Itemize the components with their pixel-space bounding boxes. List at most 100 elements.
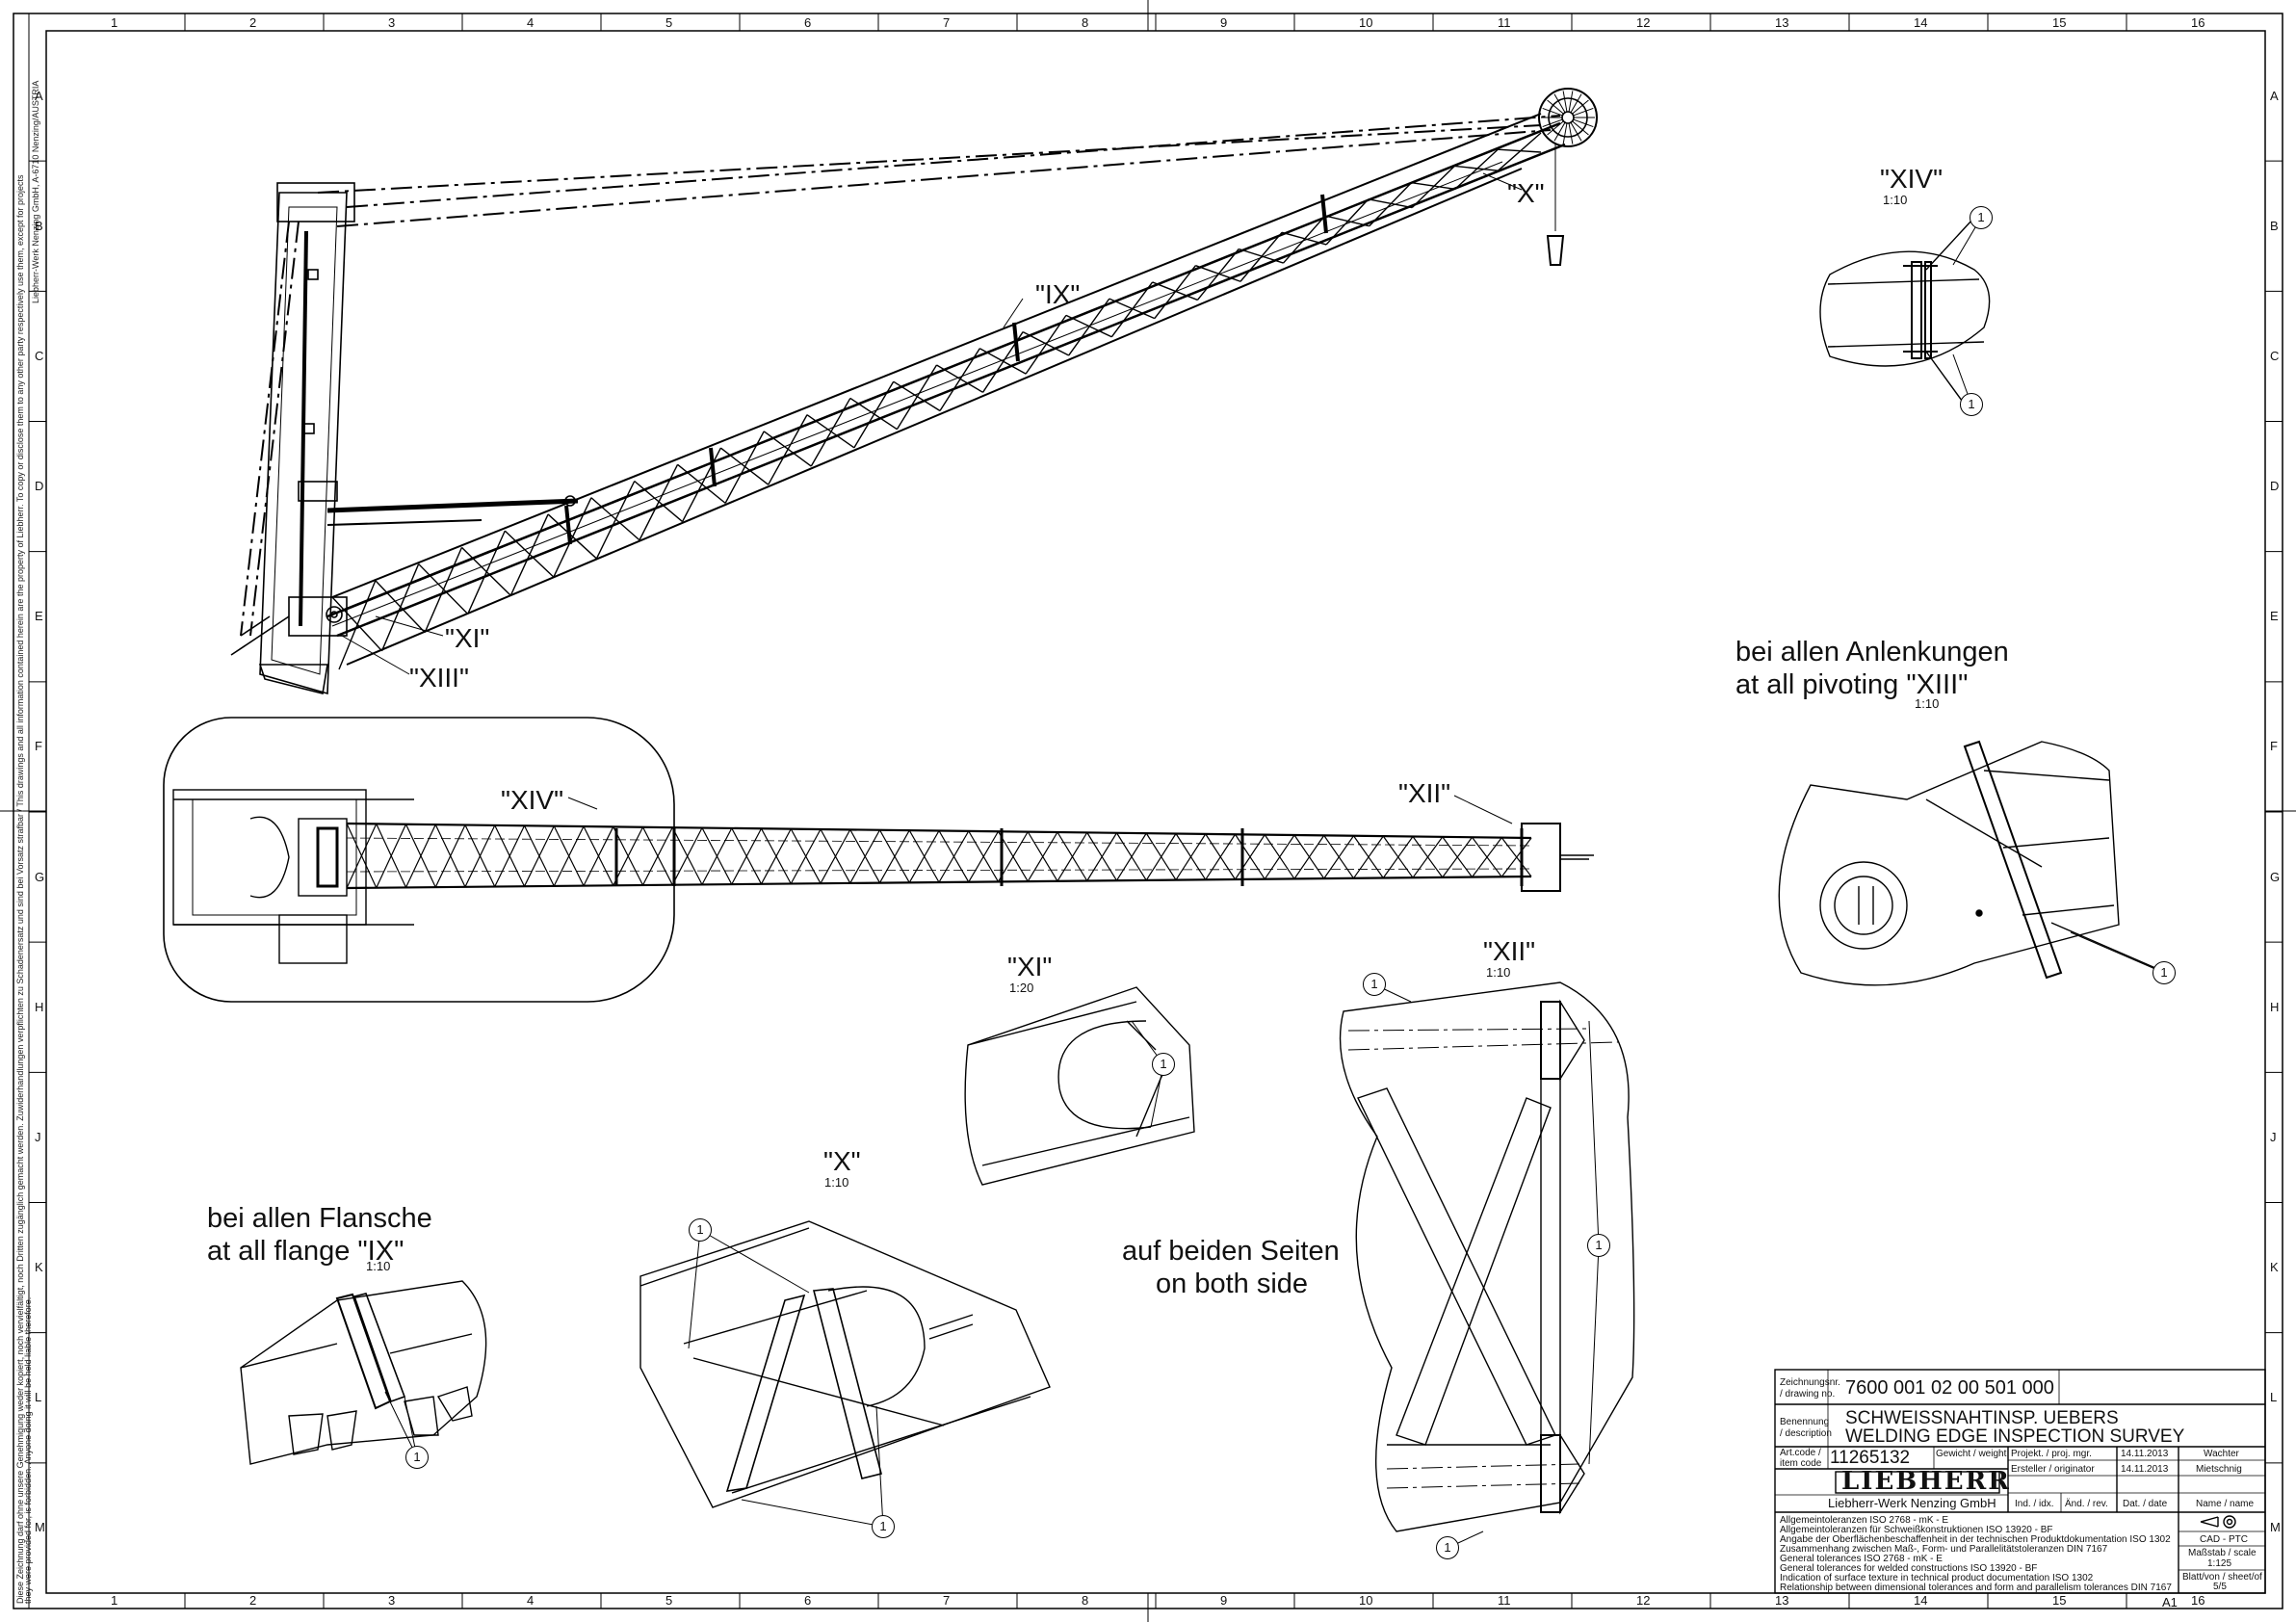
callout-bubble: 1 bbox=[1436, 1536, 1459, 1559]
grid-column-label: 4 bbox=[527, 15, 535, 30]
grid-column-label: 12 bbox=[1636, 1593, 1651, 1608]
tb-originator-name: Mietschnig bbox=[2196, 1464, 2242, 1475]
callout-bubble: 1 bbox=[1152, 1053, 1175, 1076]
tb-tol-2: Allgemeintoleranzen für Schweißkonstrukt… bbox=[1780, 1525, 2053, 1535]
tb-project-date: 14.11.2013 bbox=[2121, 1449, 2169, 1459]
grid-row-label: L bbox=[35, 1390, 42, 1405]
grid-column-label: 15 bbox=[2052, 1593, 2067, 1608]
tb-sheet-label: Blatt/von / sheet/of bbox=[2182, 1572, 2262, 1583]
tb-tol-6: General tolerances for welded constructi… bbox=[1780, 1563, 2038, 1574]
tb-art-code-label-1: Art.code / bbox=[1780, 1448, 1821, 1458]
callout-bubble: 1 bbox=[1587, 1234, 1610, 1257]
detail-x-scale: 1:10 bbox=[824, 1175, 849, 1190]
tb-company: Liebherr-Werk Nenzing GmbH bbox=[1828, 1496, 1996, 1510]
tb-drawing-no-label-1: Zeichnungsnr. bbox=[1780, 1377, 1840, 1388]
note-pivoting-de: bei allen Anlenkungen bbox=[1735, 637, 2009, 667]
tb-description-en: WELDING EDGE INSPECTION SURVEY bbox=[1845, 1426, 2185, 1447]
grid-column-label: 11 bbox=[1498, 1593, 1511, 1608]
callout-bubble: 1 bbox=[405, 1446, 429, 1469]
grid-row-label: G bbox=[2270, 869, 2281, 884]
callout-bubble: 1 bbox=[1960, 393, 1983, 416]
tb-drawing-no-label-2: / drawing no. bbox=[1780, 1389, 1836, 1400]
grid-row-label: H bbox=[2270, 999, 2280, 1014]
label-xi-top: "XI" bbox=[445, 623, 490, 653]
tb-art-code: 11265132 bbox=[1830, 1448, 1911, 1468]
tb-description-label-1: Benennung bbox=[1780, 1417, 1830, 1427]
liebherr-logo: LIEBHERR bbox=[1841, 1467, 2011, 1496]
grid-column-label: 2 bbox=[249, 1593, 257, 1608]
grid-column-label: 9 bbox=[1220, 15, 1228, 30]
tb-col-date: Dat. / date bbox=[2123, 1499, 2168, 1509]
note-flange-scale: 1:10 bbox=[366, 1259, 391, 1273]
grid-row-label: A bbox=[2270, 88, 2279, 103]
label-xii-top: "XII" bbox=[1398, 778, 1451, 808]
grid-row-label: E bbox=[2270, 609, 2279, 624]
tb-project-name: Wachter bbox=[2204, 1449, 2239, 1459]
grid-column-label: 7 bbox=[943, 15, 951, 30]
note-sides-en: on both side bbox=[1156, 1269, 1309, 1299]
tb-description-label-2: / description bbox=[1780, 1428, 1832, 1439]
top-view-detail-box bbox=[163, 717, 675, 1003]
grid-column-label: 8 bbox=[1082, 15, 1089, 30]
grid-row-label: K bbox=[2270, 1260, 2279, 1275]
grid-column-label: 9 bbox=[1220, 1593, 1228, 1608]
grid-column-label: 12 bbox=[1636, 15, 1651, 30]
grid-row-label: B bbox=[35, 218, 43, 233]
tb-tol-7: Indication of surface texture in technic… bbox=[1780, 1573, 2094, 1583]
column-ticks bbox=[184, 13, 2127, 1609]
callout-bubble: 1 bbox=[689, 1218, 712, 1242]
row-ticks bbox=[29, 160, 2283, 1464]
grid-column-label: 13 bbox=[1775, 15, 1789, 30]
grid-row-label: L bbox=[2270, 1390, 2278, 1405]
grid-column-label: 10 bbox=[1359, 15, 1373, 30]
detail-xii-view bbox=[1339, 981, 1635, 1532]
note-sides-de: auf beiden Seiten bbox=[1122, 1236, 1340, 1267]
note-pivoting-en: at all pivoting "XIII" bbox=[1735, 669, 1969, 700]
grid-row-label: B bbox=[2270, 218, 2279, 233]
detail-xi-view bbox=[964, 986, 1195, 1186]
detail-xii-title: "XII" bbox=[1483, 936, 1536, 966]
detail-xi-scale: 1:20 bbox=[1009, 981, 1034, 995]
grid-row-label: H bbox=[35, 999, 44, 1014]
grid-row-label: M bbox=[2270, 1520, 2281, 1535]
detail-xiv-scale: 1:10 bbox=[1883, 193, 1908, 207]
detail-ix-view bbox=[240, 1280, 487, 1465]
grid-row-label: J bbox=[35, 1129, 41, 1144]
grid-column-label: 8 bbox=[1082, 1593, 1089, 1608]
tb-col-index: Ind. / idx. bbox=[2015, 1499, 2054, 1509]
label-xiv-top: "XIV" bbox=[501, 785, 564, 815]
tb-tol-4: Zusammenhang zwischen Maß-, Form- und Pa… bbox=[1780, 1544, 2108, 1555]
callout-bubble: 1 bbox=[1363, 973, 1386, 996]
tb-col-change: Änd. / rev. bbox=[2065, 1499, 2108, 1509]
tb-sheet: 5/5 bbox=[2213, 1582, 2227, 1592]
grid-row-label: G bbox=[35, 869, 45, 884]
tb-weight-label: Gewicht / weight bbox=[1936, 1449, 2007, 1459]
callout-bubble: 1 bbox=[872, 1515, 895, 1538]
grid-column-label: 10 bbox=[1359, 1593, 1373, 1608]
side-note-company: Liebherr-Werk Nenzing GmbH, A-6710 Nenzi… bbox=[31, 80, 40, 303]
grid-row-label: C bbox=[2270, 348, 2280, 363]
detail-x-title: "X" bbox=[823, 1146, 861, 1176]
tb-tol-3: Angabe der Oberflächenbeschaffenheit in … bbox=[1780, 1534, 2171, 1545]
grid-column-label: 7 bbox=[943, 1593, 951, 1608]
detail-xiii-view bbox=[1778, 740, 2163, 986]
grid-column-label: 5 bbox=[665, 1593, 673, 1608]
grid-column-label: 14 bbox=[1914, 15, 1928, 30]
grid-column-label: 2 bbox=[249, 15, 257, 30]
detail-xii-scale: 1:10 bbox=[1486, 965, 1511, 980]
detail-xiv-view bbox=[1819, 219, 1991, 406]
grid-row-label: K bbox=[35, 1260, 43, 1275]
grid-column-label: 14 bbox=[1914, 1593, 1928, 1608]
title-block-frame bbox=[1774, 1369, 2266, 1594]
grid-column-label: 6 bbox=[804, 15, 812, 30]
tb-drawing-no: 7600 001 02 00 501 000 bbox=[1845, 1377, 2054, 1399]
grid-row-label: E bbox=[35, 609, 43, 624]
tb-tol-1: Allgemeintoleranzen ISO 2768 - mK - E bbox=[1780, 1515, 1949, 1526]
sheet-size: A1 bbox=[2162, 1595, 2178, 1609]
grid-column-label: 3 bbox=[388, 15, 396, 30]
label-ix: "IX" bbox=[1035, 279, 1081, 309]
label-xiii: "XIII" bbox=[409, 663, 469, 693]
callout-bubble: 1 bbox=[1970, 206, 1993, 229]
tb-tol-5: General tolerances ISO 2768 - mK - E bbox=[1780, 1554, 1943, 1564]
